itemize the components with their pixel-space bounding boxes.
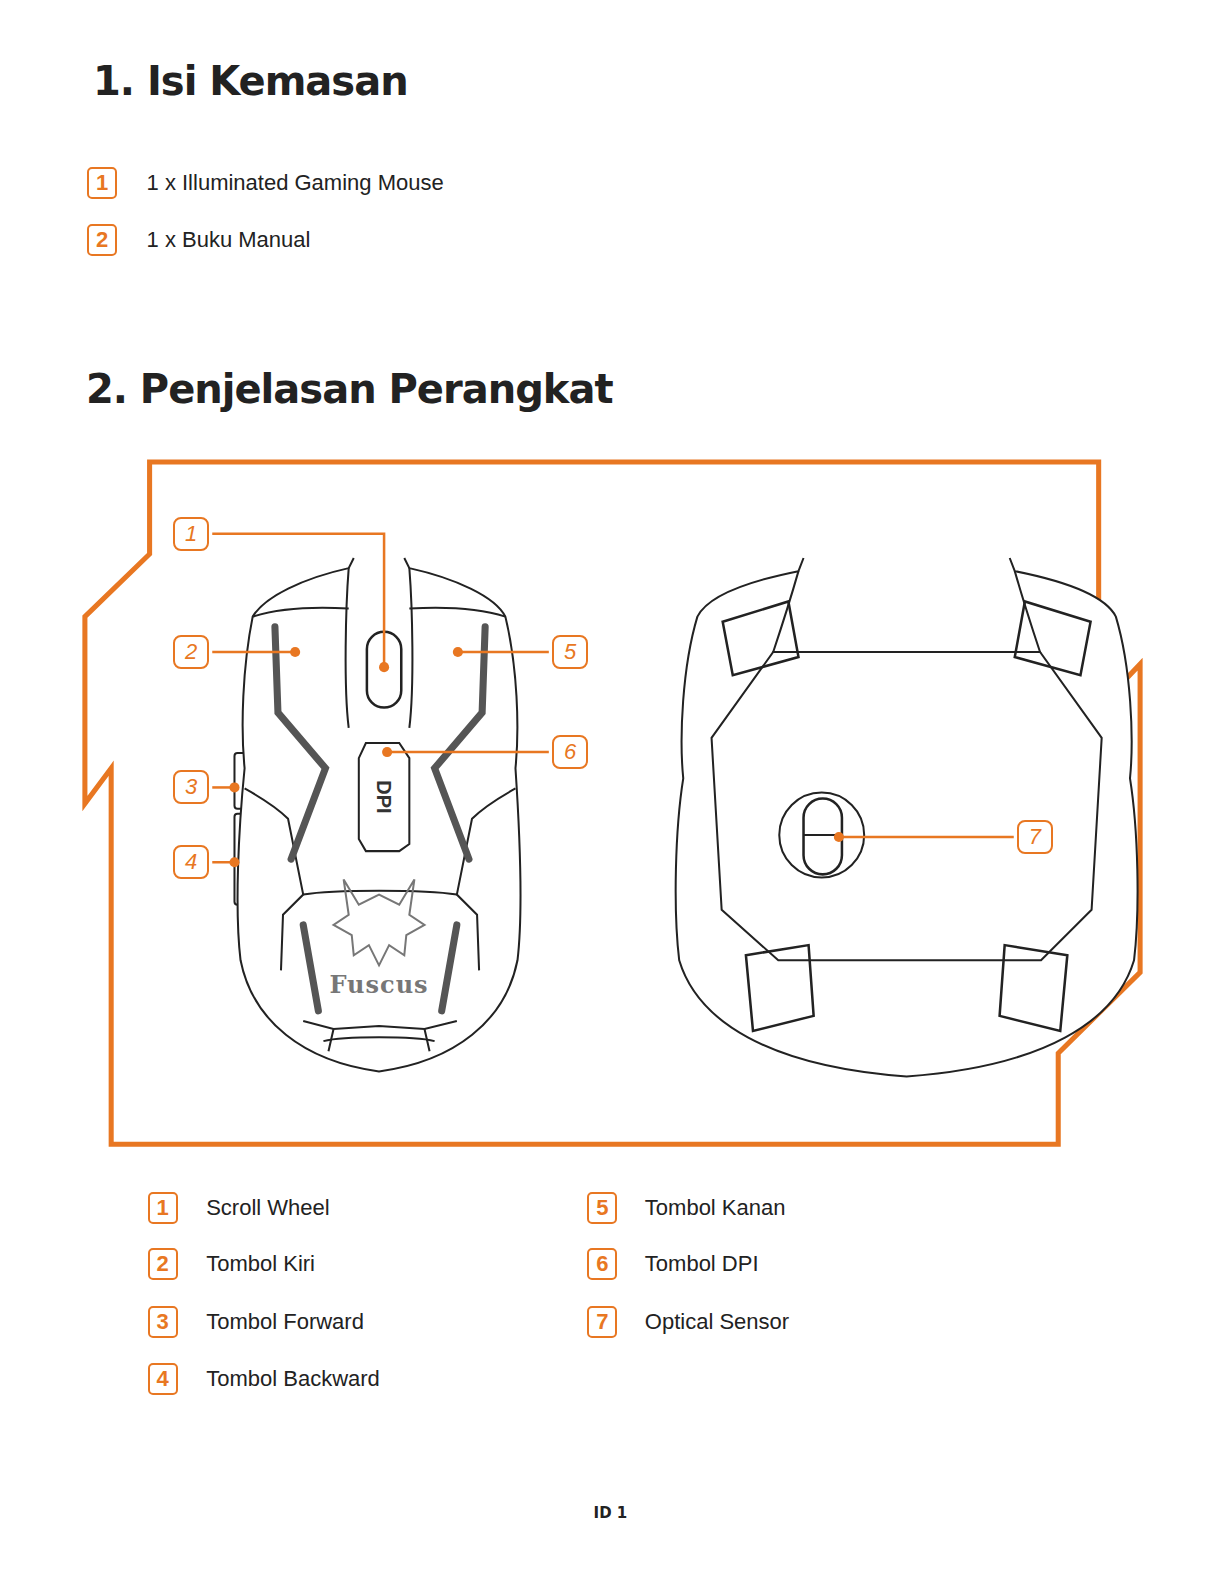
callout-number: 4 — [173, 845, 209, 879]
legend-number: 5 — [587, 1192, 617, 1224]
part-name: Tombol DPI — [645, 1252, 759, 1276]
frame — [85, 462, 1140, 1144]
list-number: 2 — [87, 224, 117, 256]
light-stripes — [275, 627, 485, 1011]
part-name: Tombol Forward — [206, 1310, 364, 1334]
list-number: 1 — [87, 167, 117, 199]
part-name: Tombol Kiri — [206, 1252, 315, 1276]
legend-number: 6 — [587, 1248, 617, 1280]
part-name: Scroll Wheel — [206, 1196, 329, 1220]
legend-number: 3 — [148, 1306, 178, 1338]
callout-number: 6 — [552, 735, 588, 769]
section-heading: 2. Penjelasan Perangkat — [86, 367, 613, 411]
bat-logo — [334, 879, 425, 965]
brand-logo: Fuscus — [329, 972, 428, 998]
leader-lines — [212, 534, 1014, 862]
mouse-bottom — [676, 558, 1138, 1077]
legend-number: 4 — [148, 1363, 178, 1395]
callout-number: 5 — [552, 635, 588, 669]
legend-number: 2 — [148, 1248, 178, 1280]
leader-dots — [229, 647, 844, 867]
callout-number: 3 — [173, 770, 209, 804]
callout-number: 2 — [173, 635, 209, 669]
part-name: Tombol Backward — [206, 1367, 380, 1391]
callout-number: 7 — [1017, 820, 1053, 854]
legend-number: 1 — [148, 1192, 178, 1224]
part-name: Optical Sensor — [645, 1310, 789, 1334]
legend-number: 7 — [587, 1306, 617, 1338]
page-number: ID 1 — [594, 1505, 628, 1522]
part-name: Tombol Kanan — [645, 1196, 786, 1220]
callout-number: 1 — [173, 517, 209, 551]
list-item: 1 x Illuminated Gaming Mouse — [147, 171, 444, 195]
section-heading: 1. Isi Kemasan — [93, 59, 408, 103]
list-item: 1 x Buku Manual — [147, 227, 311, 251]
mouse-top — [234, 558, 520, 1071]
button-label: DPI — [373, 781, 395, 814]
